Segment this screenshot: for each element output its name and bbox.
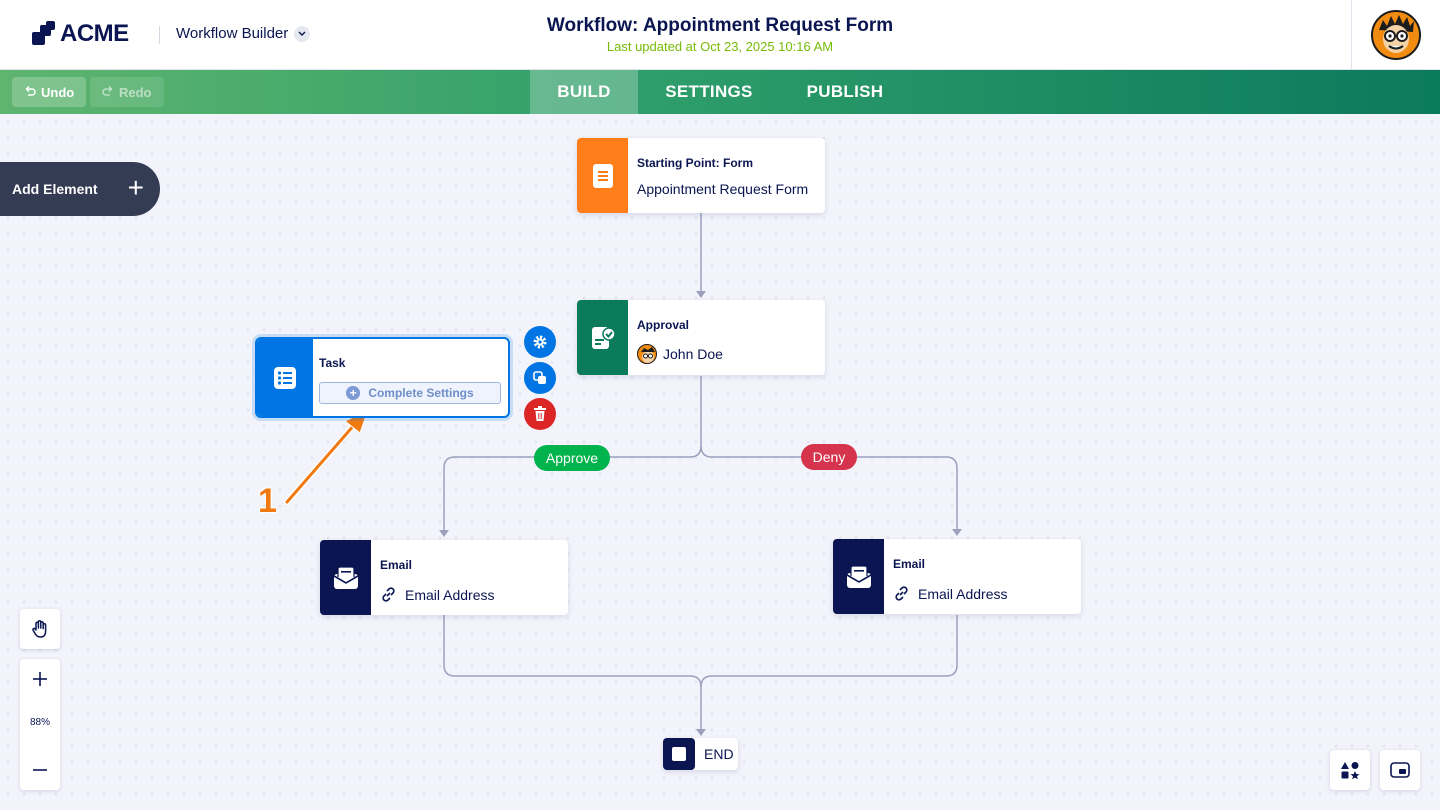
undo-button[interactable]: Undo [12, 77, 87, 107]
duplicate-icon [533, 371, 546, 384]
envelope-icon [320, 540, 371, 615]
undo-label: Undo [41, 84, 75, 100]
task-list-icon [257, 339, 313, 416]
assignee-avatar [637, 344, 657, 364]
assignee-name: John Doe [663, 346, 723, 362]
email-node-approve[interactable]: Email Email Address [320, 540, 568, 615]
shapes-icon [1341, 762, 1360, 780]
stop-square-icon [663, 738, 695, 770]
complete-settings-button[interactable]: + Complete Settings [319, 382, 501, 404]
delete-node-button[interactable] [524, 398, 556, 430]
link-icon [893, 585, 910, 602]
add-element-label: Add Element [12, 181, 98, 197]
redo-button[interactable]: Redo [90, 77, 164, 107]
app-header: ACME Workflow Builder Workflow: Appointm… [0, 0, 1440, 70]
envelope-icon [833, 539, 884, 614]
gear-icon [533, 335, 547, 349]
pan-mode-button[interactable] [20, 609, 60, 649]
plus-icon [33, 672, 47, 686]
undo-icon [24, 84, 36, 100]
node-type-label: Approval [637, 318, 690, 332]
node-type-label: Email [893, 557, 926, 571]
workflow-title: Workflow: Appointment Request Form [546, 15, 894, 36]
zoom-out-button[interactable] [20, 752, 60, 788]
plus-icon: + [127, 172, 144, 203]
node-type-label: Starting Point: Form [637, 156, 753, 170]
annotation-step-number: 1 [258, 482, 277, 520]
logo-text: ACME [60, 20, 129, 47]
email-recipient: Email Address [405, 586, 495, 603]
deny-branch-label[interactable]: Deny [801, 444, 857, 470]
logo-mark-icon [32, 21, 58, 47]
chevron-down-icon [294, 25, 311, 42]
start-form-node[interactable]: Starting Point: Form Appointment Request… [577, 138, 825, 213]
acme-logo[interactable]: ACME [32, 20, 129, 48]
end-node[interactable]: END [663, 738, 738, 770]
form-document-icon [577, 138, 628, 213]
elements-panel-button[interactable] [1330, 750, 1370, 790]
duplicate-node-button[interactable] [524, 362, 556, 394]
zoom-level: 88% [29, 717, 50, 728]
workflow-canvas[interactable] [0, 114, 1440, 810]
end-label: END [704, 746, 734, 762]
email-node-deny[interactable]: Email Email Address [833, 539, 1081, 614]
zoom-in-button[interactable] [20, 661, 60, 697]
last-updated-text: Last updated at Oct 23, 2025 10:16 AM [606, 39, 834, 54]
trash-icon [534, 406, 546, 421]
minus-icon [33, 769, 47, 771]
plus-circle-icon: + [346, 386, 361, 400]
builder-toolbar: Undo Redo BUILD SETTINGS PUBLISH [0, 70, 1440, 114]
user-menu[interactable] [1351, 0, 1440, 70]
redo-label: Redo [119, 84, 152, 100]
tab-settings[interactable]: SETTINGS [665, 82, 753, 101]
product-switcher[interactable]: Workflow Builder [176, 25, 311, 42]
redo-icon [102, 84, 114, 100]
email-recipient: Email Address [918, 585, 1008, 602]
avatar[interactable] [1371, 10, 1421, 60]
approve-branch-label[interactable]: Approve [534, 445, 610, 471]
zoom-controls: 88% [20, 659, 60, 790]
link-icon [380, 586, 397, 603]
add-element-button[interactable]: Add Element + [0, 162, 160, 216]
minimap-toggle-button[interactable] [1380, 750, 1420, 790]
approval-node[interactable]: Approval John Doe [577, 300, 825, 375]
header-divider [159, 26, 160, 44]
node-type-label: Email [380, 558, 413, 572]
complete-settings-label: Complete Settings [368, 386, 474, 400]
node-type-label: Task [319, 356, 346, 370]
tab-build[interactable]: BUILD [530, 70, 638, 114]
approval-check-icon [577, 300, 628, 375]
workflow-title-block: Workflow: Appointment Request Form Last … [420, 15, 1020, 54]
tab-publish[interactable]: PUBLISH [806, 82, 884, 101]
node-value: Appointment Request Form [637, 181, 809, 197]
product-name: Workflow Builder [176, 25, 289, 42]
task-node[interactable]: Task + Complete Settings [255, 337, 510, 418]
node-settings-button[interactable] [524, 326, 556, 358]
hand-pan-icon [32, 620, 47, 638]
minimap-icon [1390, 762, 1410, 778]
